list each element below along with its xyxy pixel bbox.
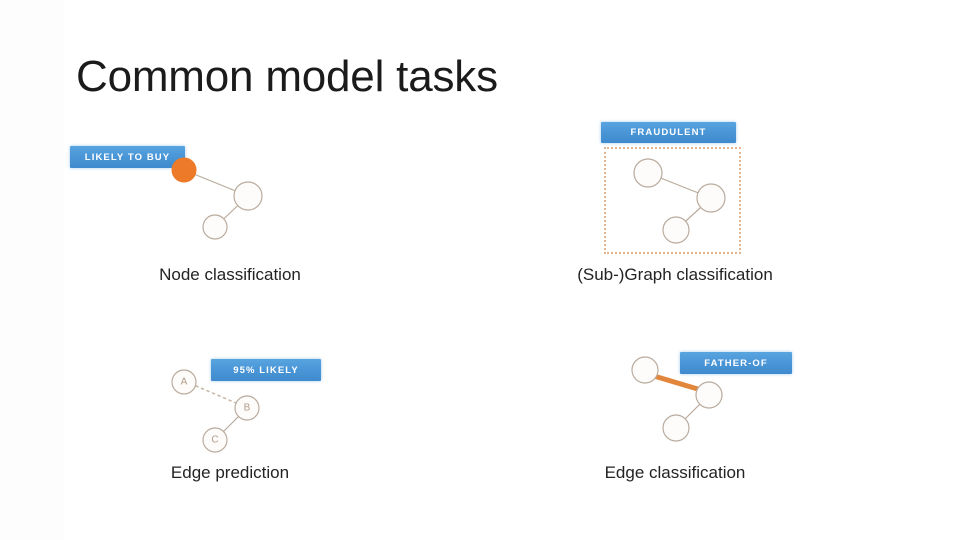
subgraph-selection-box[interactable] [604, 147, 741, 254]
slide-left-margin-band [0, 0, 64, 540]
graph-node[interactable] [234, 395, 260, 421]
graph-edge-predicted [195, 385, 237, 404]
graph-node[interactable] [202, 214, 228, 240]
graph-node[interactable] [633, 158, 663, 188]
graph-node[interactable] [662, 414, 690, 442]
badge-fraudulent[interactable]: Fraudulent [601, 122, 736, 143]
graph-edge-highlighted[interactable] [651, 373, 704, 393]
graph-node-label: B [244, 403, 251, 414]
graph-node[interactable] [662, 216, 690, 244]
graph-node-highlighted[interactable] [171, 157, 197, 183]
graph-node[interactable] [202, 427, 228, 453]
graph-node[interactable] [696, 183, 726, 213]
graph-node[interactable] [171, 369, 197, 395]
badge-father-of[interactable]: Father-of [680, 352, 792, 374]
caption-edge-classification: Edge classification [604, 463, 746, 482]
graph-node[interactable] [631, 356, 659, 384]
graph-node-label: A [181, 377, 188, 388]
caption-subgraph-classification: (Sub-)Graph classification [577, 265, 773, 284]
page-title: Common model tasks [76, 52, 498, 101]
badge-likely-to-buy[interactable]: Likely to buy [70, 146, 185, 168]
graph-node-label: C [211, 435, 218, 446]
caption-node-classification: Node classification [159, 265, 301, 284]
caption-edge-prediction: Edge prediction [170, 463, 290, 482]
graph-node[interactable] [695, 381, 723, 409]
badge-95-percent-likely[interactable]: 95% likely [211, 359, 321, 381]
graph-node[interactable] [233, 181, 263, 211]
